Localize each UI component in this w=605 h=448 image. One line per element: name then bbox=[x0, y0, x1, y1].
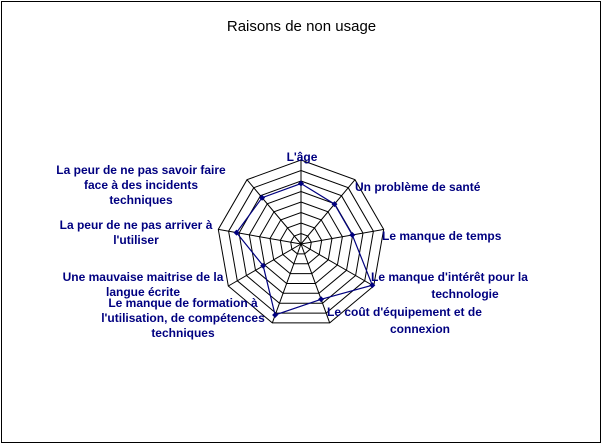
axis-label-line: Le manque de temps bbox=[382, 229, 502, 243]
radar-spoke bbox=[300, 228, 384, 245]
data-point bbox=[298, 180, 304, 187]
axis-label-line: face à des incidents bbox=[84, 178, 198, 192]
axis-label-line: technologie bbox=[431, 287, 499, 301]
radar-spoke bbox=[218, 228, 302, 245]
axis-label-line: Le manque de formation à bbox=[108, 296, 258, 310]
radar-spoke bbox=[246, 179, 302, 245]
radar-spoke bbox=[300, 243, 331, 324]
radar-ring bbox=[259, 201, 343, 284]
data-point bbox=[260, 262, 267, 269]
axis-label: Le manque d'intérêt pour la technologie bbox=[371, 270, 528, 301]
data-point bbox=[233, 229, 240, 236]
chart-title: Raisons de non usage bbox=[226, 18, 377, 35]
axis-label: Un problème de santé bbox=[355, 180, 481, 194]
axis-label-line: La peur de ne pas savoir faire bbox=[56, 163, 226, 177]
axis-label-line: techniques bbox=[109, 193, 173, 207]
radar-spoke bbox=[300, 243, 374, 287]
radar-ring bbox=[217, 159, 385, 324]
axis-label: L'âge bbox=[287, 150, 318, 164]
radar-series bbox=[233, 180, 376, 318]
data-point bbox=[318, 296, 325, 303]
data-point bbox=[259, 194, 266, 201]
radar-ring bbox=[228, 169, 374, 314]
radar-ring bbox=[269, 211, 333, 275]
axis-label-line: L'âge bbox=[287, 150, 318, 164]
radar-spoke bbox=[271, 243, 302, 324]
axis-label-line: La peur de ne pas arriver à bbox=[60, 218, 213, 232]
axis-label: Le manque de temps bbox=[382, 229, 502, 243]
axis-label: Le coût d'équipement et de connexion bbox=[327, 305, 482, 336]
radar-axis-labels: L'âge Un problème de santé Le manque de te… bbox=[56, 150, 528, 340]
radar-ring bbox=[290, 232, 312, 255]
radar-ring bbox=[279, 222, 323, 265]
data-point bbox=[349, 232, 356, 238]
axis-label-line: Une mauvaise maitrise de la bbox=[63, 270, 224, 284]
axis-label-line: l'utilisation, de compétences bbox=[101, 311, 265, 325]
data-point bbox=[369, 282, 376, 289]
axis-label-line: Le manque d'intérêt pour la bbox=[371, 270, 528, 284]
axis-label-line: Le coût d'équipement et de bbox=[327, 305, 482, 319]
data-point bbox=[272, 312, 279, 318]
axis-label-line: langue écrite bbox=[106, 285, 180, 299]
axis-label-line: Un problème de santé bbox=[355, 180, 481, 194]
axis-label-line: techniques bbox=[151, 326, 215, 340]
data-point bbox=[331, 201, 338, 208]
series-line bbox=[235, 182, 374, 316]
axis-label-line: l'utiliser bbox=[113, 233, 159, 247]
axis-label-line: connexion bbox=[390, 322, 450, 336]
radar-spoke bbox=[300, 179, 356, 245]
